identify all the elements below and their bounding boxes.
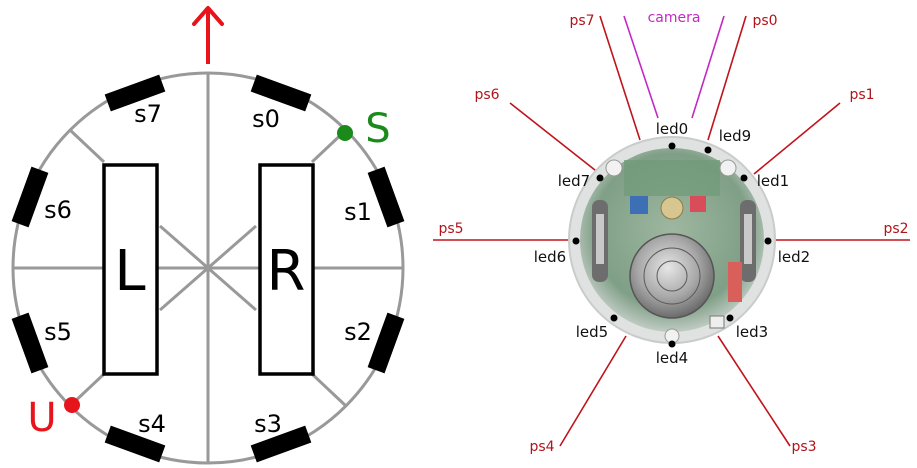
sensor-s2-bar xyxy=(367,312,405,374)
led7-dot xyxy=(596,174,604,182)
speaker xyxy=(629,233,715,319)
led-lens-right xyxy=(719,159,737,177)
ps3-label: ps3 xyxy=(791,439,816,455)
ps6-label: ps6 xyxy=(474,87,499,103)
ps3-ray xyxy=(717,335,791,447)
speaker-ring xyxy=(643,247,701,305)
start-marker-label: S xyxy=(365,106,390,152)
sensor-s6-bar xyxy=(11,166,49,228)
sensor-s5-bar xyxy=(11,312,49,374)
ps7-ray xyxy=(599,15,641,141)
led-dots xyxy=(572,142,772,348)
red-component xyxy=(690,196,706,212)
ps4-label: ps4 xyxy=(529,439,554,455)
ps0-label: ps0 xyxy=(752,13,777,29)
led9-label: led9 xyxy=(719,127,751,145)
sensor-s3-bar xyxy=(250,425,312,463)
led3-label: led3 xyxy=(736,323,768,341)
sensor-s4-bar xyxy=(104,425,166,463)
speaker-ring-inner xyxy=(656,260,688,292)
spoke-line xyxy=(68,128,106,164)
sensor-s1-label: s1 xyxy=(344,198,372,226)
led6-dot xyxy=(572,237,580,245)
spoke-line xyxy=(310,372,348,408)
top-pcb-area xyxy=(624,160,720,196)
led0-dot xyxy=(668,142,676,150)
left-wheel-detail xyxy=(596,214,604,264)
led0-label: led0 xyxy=(656,120,688,138)
robot-schematic: L R s0 s1 s2 s3 s4 s5 s6 s7 S U xyxy=(11,6,405,465)
ps4-ray xyxy=(559,335,627,447)
led4-label: led4 xyxy=(656,349,688,367)
right-wheel-label: R xyxy=(267,239,306,304)
ps1-ray xyxy=(753,102,841,175)
ps6-ray xyxy=(509,102,601,175)
right-wheel xyxy=(258,163,315,376)
sensor-s4-label: s4 xyxy=(138,410,166,438)
rotary-selector xyxy=(660,196,684,220)
ps7-label: ps7 xyxy=(569,13,594,29)
led9-dot xyxy=(704,146,712,154)
reset-button xyxy=(709,315,725,329)
sensor-s3-label: s3 xyxy=(254,410,282,438)
camera-ray-right xyxy=(691,15,725,119)
forward-arrow-icon xyxy=(192,6,224,64)
ps1-label: ps1 xyxy=(849,87,874,103)
sensor-s2-label: s2 xyxy=(344,318,372,346)
ps2-label: ps2 xyxy=(883,221,908,237)
led6-label: led6 xyxy=(534,248,566,266)
right-wheel-detail xyxy=(744,214,752,264)
sensor-s0-label: s0 xyxy=(252,105,280,133)
ps5-label: ps5 xyxy=(438,221,463,237)
led3-dot xyxy=(726,314,734,322)
connector xyxy=(728,262,742,302)
sensor-s7-label: s7 xyxy=(134,100,162,128)
led7-label: led7 xyxy=(558,172,590,190)
sensor-s7-bar xyxy=(104,74,166,112)
camera-label: camera xyxy=(648,10,701,26)
left-wheel xyxy=(102,163,159,376)
sensor-s1-bar xyxy=(367,166,405,228)
led2-label: led2 xyxy=(778,248,810,266)
robot-body-circle xyxy=(11,71,405,465)
end-marker-dot xyxy=(64,397,80,413)
led-lens-left xyxy=(605,159,623,177)
sensor-s0-bar xyxy=(250,74,312,112)
led2-dot xyxy=(764,237,772,245)
sensor-s5-label: s5 xyxy=(44,318,72,346)
led5-label: led5 xyxy=(576,323,608,341)
camera-ray-left xyxy=(623,15,659,119)
led4-dot xyxy=(668,340,676,348)
proximity-rays xyxy=(433,15,910,447)
ps0-ray xyxy=(707,15,747,141)
diagonal-line xyxy=(159,224,257,312)
end-marker-label: U xyxy=(27,395,56,441)
start-marker-dot xyxy=(337,125,353,141)
left-wheel-label: L xyxy=(114,239,145,304)
selector-switch xyxy=(630,196,648,214)
led1-dot xyxy=(740,174,748,182)
led5-dot xyxy=(610,314,618,322)
sensor-s6-label: s6 xyxy=(44,196,72,224)
epuck-photo-diagram: led0 led9 led1 led2 led3 led4 led5 led6 … xyxy=(433,10,910,455)
led1-label: led1 xyxy=(757,172,789,190)
